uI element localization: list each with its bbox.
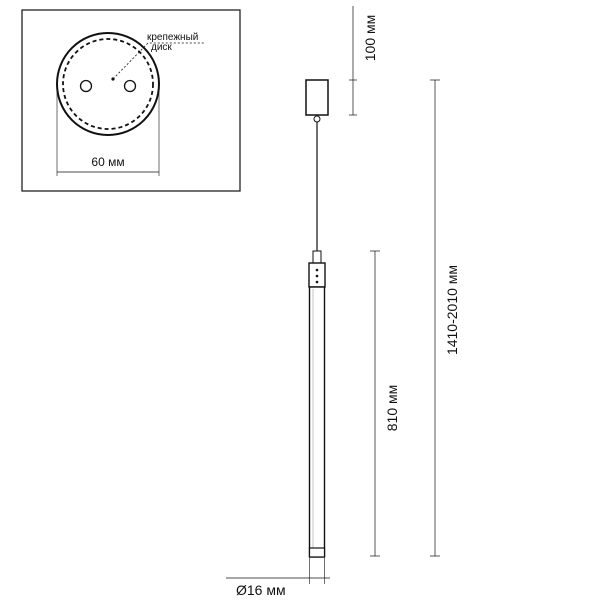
mounting-disk-inset: крепежный диск 60 мм	[21, 9, 241, 192]
light-tube	[308, 286, 326, 558]
mounting-hole-left	[79, 79, 93, 93]
tube-length-dimension: 810 мм	[370, 250, 400, 557]
end-cap	[308, 547, 326, 558]
connector-dot-1	[315, 268, 319, 272]
tube-length-label: 810 мм	[384, 385, 400, 432]
callout-leader	[112, 42, 204, 80]
tube-diameter-dimension: Ø16 мм	[226, 558, 330, 598]
disk-width-label: 60 мм	[91, 155, 124, 169]
overall-length-label: 1410-2010 мм	[444, 265, 460, 355]
overall-length-dimension: 1410-2010 мм	[430, 79, 460, 557]
tube-diameter-label: Ø16 мм	[236, 582, 286, 598]
callout-label-line1: крепежный	[147, 32, 198, 43]
connector-dot-2	[315, 274, 319, 278]
mounting-hole-right	[123, 79, 137, 93]
canopy-height-label: 100 мм	[362, 15, 378, 62]
cable-grip	[313, 115, 321, 123]
mounting-disk-outline	[56, 32, 160, 136]
connector-dot-3	[315, 280, 319, 284]
cable-clamp	[312, 250, 322, 264]
mounting-disk-dashed-ring	[62, 38, 154, 130]
canopy-height-dimension: 100 мм	[349, 6, 378, 116]
pendant-lamp	[305, 79, 329, 558]
inset-frame	[21, 9, 241, 192]
canopy	[305, 79, 329, 116]
callout-label-line2: диск	[151, 42, 172, 53]
